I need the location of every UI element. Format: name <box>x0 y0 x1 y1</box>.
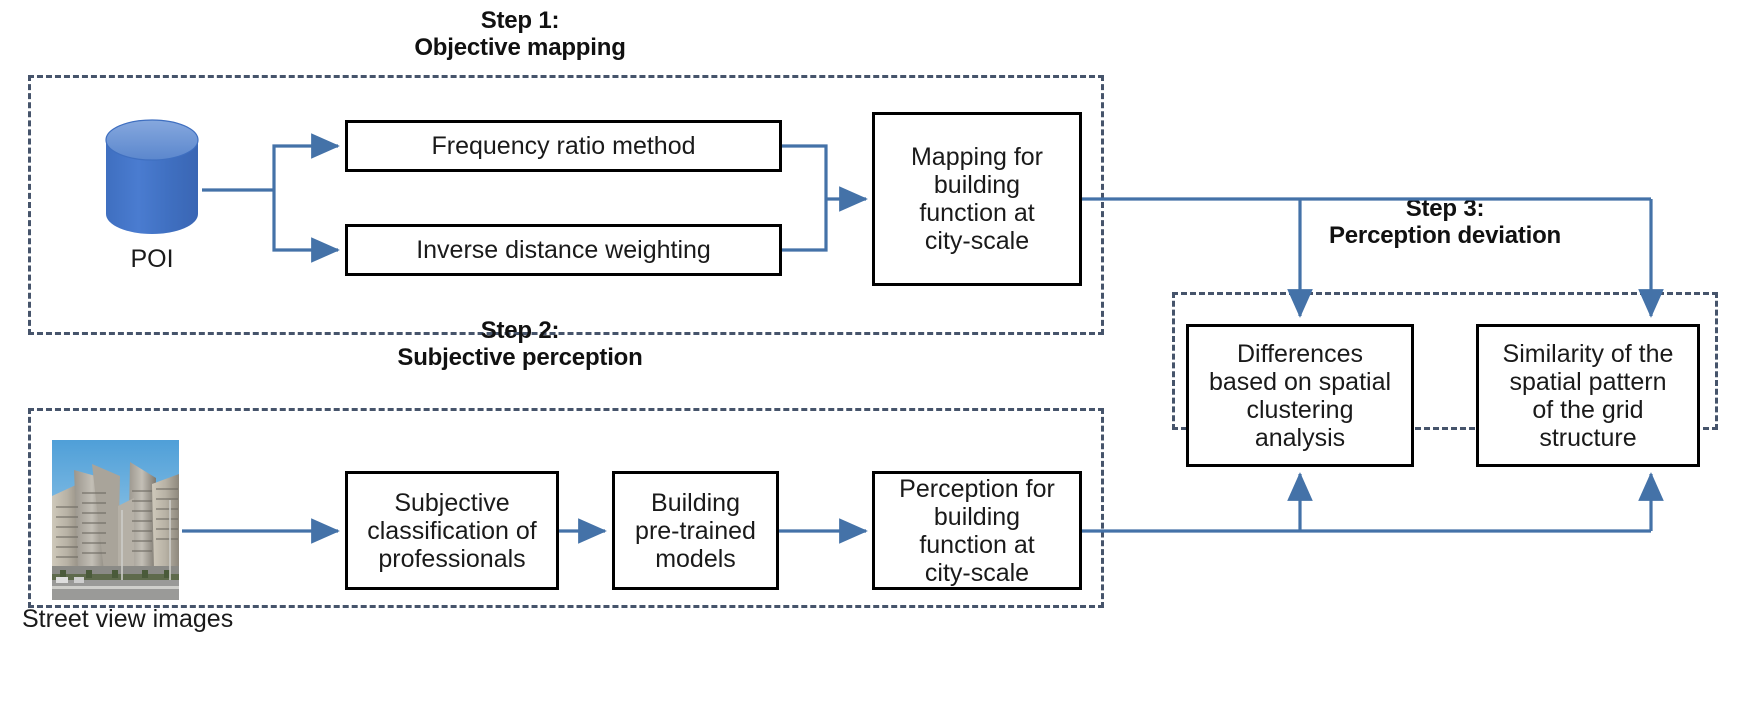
box-differences-clustering[interactable]: Differences based on spatial clustering … <box>1186 324 1414 467</box>
poi-label: POI <box>130 245 174 273</box>
box-mapping-city-scale[interactable]: Mapping for building function at city-sc… <box>872 112 1082 286</box>
poi-database-icon <box>104 118 200 236</box>
box-similarity-grid-structure[interactable]: Similarity of the spatial pattern of the… <box>1476 324 1700 467</box>
step3-title: Step 3: Perception deviation <box>1328 195 1562 249</box>
box-inverse-distance-weighting[interactable]: Inverse distance weighting <box>345 224 782 276</box>
box-building-pretrained-models[interactable]: Building pre-trained models <box>612 471 779 590</box>
box-perception-city-scale[interactable]: Perception for building function at city… <box>872 471 1082 590</box>
street-view-label: Street view images <box>22 605 234 633</box>
step2-dashed-container <box>28 408 1104 608</box>
step1-dashed-container <box>28 75 1104 335</box>
box-subjective-classification[interactable]: Subjective classification of professiona… <box>345 471 559 590</box>
step2-title: Step 2: Subjective perception <box>397 317 643 371</box>
street-view-image <box>52 440 179 600</box>
step1-title: Step 1: Objective mapping <box>414 7 626 61</box>
step3-dashed-container <box>1172 292 1718 430</box>
box-frequency-ratio-method[interactable]: Frequency ratio method <box>345 120 782 172</box>
